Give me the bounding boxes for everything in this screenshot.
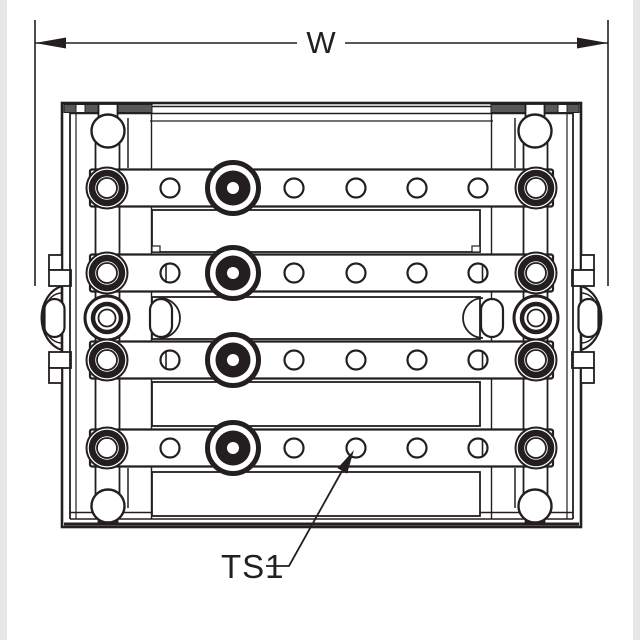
right-dimension-arrow-icon [577,37,608,49]
terminal-strip-row-4 [87,423,557,474]
terminal-strip-row-3 [87,335,557,386]
terminal-strip-row-2 [87,248,557,299]
hole-edge-chords [165,264,484,457]
width-dimension-label: W [306,25,336,60]
assembly-body [40,101,603,529]
right-page-margin [633,0,640,640]
mid-band-right-arc [462,297,484,339]
left-dimension-arrow-icon [35,37,66,49]
backplate-bands [148,209,505,517]
mid-band-left-arc [159,297,181,339]
width-dimension: W [34,20,609,286]
mid-band-right-slot [479,297,505,339]
ts1-leader-line [266,470,343,567]
mid-band-left-slot [148,297,174,339]
left-page-margin [0,0,7,640]
ts1-leader-arrow-icon [337,450,354,474]
ts1-callout: TS1 [221,450,354,585]
ts1-callout-label: TS1 [221,548,285,585]
terminal-strip-row-1 [87,163,557,214]
